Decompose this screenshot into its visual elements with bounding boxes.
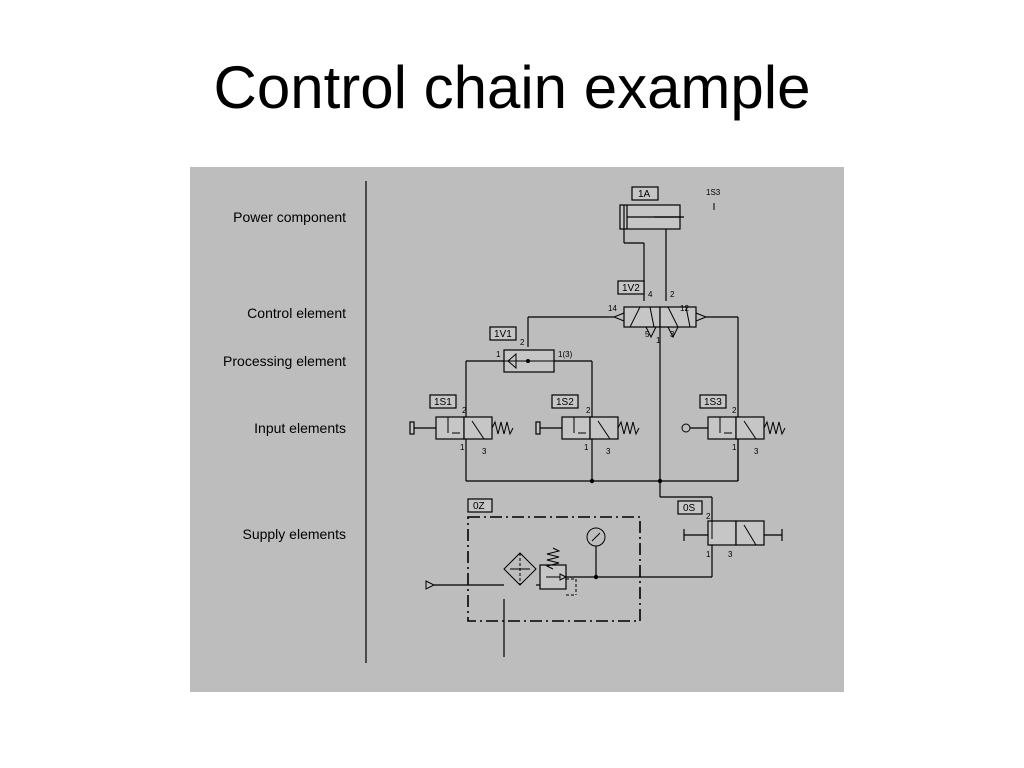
main-valve-port-2: 2: [670, 290, 675, 299]
slide-title: Control chain example: [213, 54, 811, 121]
main-valve-tag-box: [617, 280, 645, 295]
row-label-power: Power component: [233, 209, 346, 225]
service-unit-tag: 0Z: [473, 501, 485, 512]
row-label-input: Input elements: [254, 420, 346, 436]
shuttle-port-13: 1(3): [558, 350, 573, 359]
cylinder-tag: 1A: [638, 189, 651, 200]
input-valve-1s2-tag-box: [551, 394, 579, 409]
shutoff-valve-tag: 0S: [683, 503, 696, 514]
input-valve-1s1: 1S1 2 1 3: [409, 394, 514, 456]
input-valve-1s2-port-1: 1: [584, 443, 589, 452]
input-valve-1s3-port-2: 2: [732, 406, 737, 415]
input-valve-1s2-tag: 1S2: [556, 397, 574, 408]
main-valve-port-1: 1: [656, 336, 661, 345]
shuttle-valve-tag-box: [489, 326, 517, 341]
main-valve-tag: 1V2: [622, 283, 640, 294]
shutoff-valve-tag-box: [677, 500, 703, 515]
main-valve-1v2: 1V2 4 2 14 12 5 1 3: [608, 280, 708, 345]
row-label-supply: Supply elements: [242, 526, 346, 542]
input-valve-1s1-port-2: 2: [462, 406, 467, 415]
pneumatic-diagram: Power component Control element Processi…: [190, 167, 844, 692]
input-valve-1s1-port-1: 1: [460, 443, 465, 452]
input-valve-1s3: 1S3 2 1 3: [681, 394, 786, 456]
shuttle-port-2: 2: [520, 338, 525, 347]
main-valve-port-5: 5: [645, 330, 650, 339]
input-valve-1s3-port-1: 1: [732, 443, 737, 452]
input-valve-1s2: 1S2 2 1 3: [535, 394, 640, 456]
shuttle-valve-1v1: 1V1 1 2 1(3): [489, 326, 573, 373]
shutoff-valve-0s: 0S 2 1 3: [677, 500, 783, 559]
input-valve-1s1-tag-box: [429, 394, 457, 409]
input-valve-1s3-tag-box: [699, 394, 727, 409]
shutoff-valve-port-3: 3: [728, 550, 733, 559]
shutoff-valve-port-2: 2: [706, 512, 711, 521]
cylinder-tag-box: [631, 186, 659, 201]
input-valve-1s1-port-3: 3: [482, 447, 487, 456]
shuttle-port-1: 1: [496, 350, 501, 359]
input-valve-1s3-port-3: 3: [754, 447, 759, 456]
main-valve-port-12: 12: [680, 304, 689, 313]
row-label-processing: Processing element: [223, 353, 346, 369]
service-unit-tag-box: [467, 498, 493, 513]
main-valve-port-14: 14: [608, 304, 617, 313]
main-valve-port-4: 4: [648, 290, 653, 299]
cylinder-1a: 1A: [619, 186, 684, 230]
sensor-1s3-label: 1S3: [706, 188, 721, 197]
row-label-control: Control element: [247, 305, 346, 321]
input-valve-1s3-tag: 1S3: [704, 397, 722, 408]
input-valve-1s2-port-2: 2: [586, 406, 591, 415]
service-unit-0z: 0Z: [467, 498, 641, 622]
input-valve-1s2-port-3: 3: [606, 447, 611, 456]
shutoff-valve-port-1: 1: [706, 550, 711, 559]
main-valve-port-3: 3: [670, 330, 675, 339]
input-valve-1s1-tag: 1S1: [434, 397, 452, 408]
supply-inlet-icon: [425, 580, 436, 590]
shuttle-valve-tag: 1V1: [494, 329, 512, 340]
